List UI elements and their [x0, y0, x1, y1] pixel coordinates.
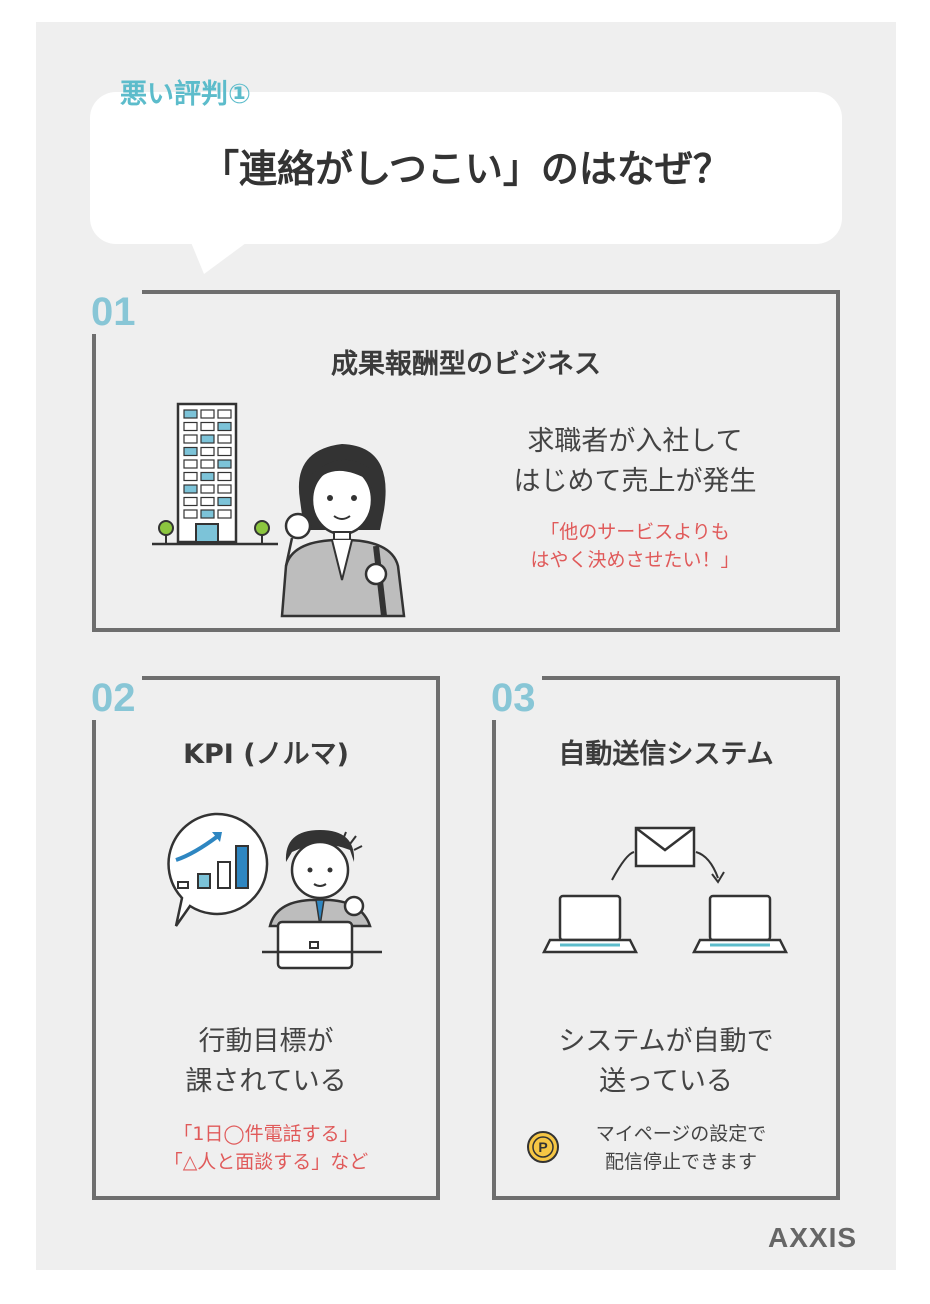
building-window — [200, 421, 215, 432]
points-icon-letter: P — [538, 1139, 547, 1155]
building-window — [183, 421, 198, 432]
quote-line: 「1日◯件電話する」 — [173, 1123, 359, 1145]
panel-02 — [92, 676, 440, 1200]
email-between-laptops-illustration — [541, 826, 789, 954]
brand-logo: AXXIS — [768, 1222, 858, 1253]
growth-chart-illustration — [167, 812, 269, 927]
businesswoman-illustration — [280, 444, 406, 618]
quote-line: 「△人と面談する」など — [163, 1151, 369, 1173]
note-line: 配信停止できます — [604, 1151, 757, 1173]
building-window — [200, 471, 215, 482]
building-window — [183, 509, 198, 519]
speech-bubble-tail — [190, 240, 250, 274]
panel-note: マイページの設定で 配信停止できます — [566, 1120, 796, 1176]
description-line: システムが自動で — [558, 1026, 774, 1057]
speech-bubble — [90, 92, 842, 244]
panel-description: システムが自動で 送っている — [492, 1022, 840, 1102]
building-window — [183, 434, 198, 444]
building-window — [217, 471, 232, 482]
building-illustration — [152, 402, 278, 546]
panel-quote: 「1日◯件電話する」 「△人と面談する」など — [92, 1120, 440, 1176]
building-window — [217, 446, 232, 457]
panel-quote: 「他のサービスよりも はやく決めさせたい！」 — [470, 518, 800, 574]
panel-number: 03 — [485, 676, 542, 720]
building-window — [183, 496, 198, 507]
panel-title: 成果報酬型のビジネス — [331, 349, 601, 380]
building-window — [217, 421, 232, 432]
building-window — [217, 484, 232, 494]
panel-description: 求職者が入社して はじめて売上が発生 — [470, 422, 800, 502]
description-line: 行動目標が — [198, 1026, 334, 1057]
building-window — [200, 496, 215, 507]
businessman-laptop-illustration — [262, 830, 382, 970]
panel-number: 01 — [85, 290, 142, 334]
building-window — [217, 434, 232, 444]
panel-description: 行動目標が 課されている — [92, 1022, 440, 1102]
building-window — [200, 434, 215, 444]
description-line: 課されている — [185, 1066, 347, 1097]
page-title: 「連絡がしつこい」のはなぜ？ — [201, 147, 731, 191]
note-line: マイページの設定で — [595, 1123, 767, 1145]
panel-title: 自動送信システム — [558, 739, 774, 770]
description-line: 送っている — [599, 1066, 733, 1097]
building-window — [200, 459, 215, 469]
quote-line: はやく決めさせたい！」 — [530, 549, 740, 571]
panel-03 — [492, 676, 840, 1200]
building-window — [183, 484, 198, 494]
building-window — [217, 509, 232, 519]
building-window — [183, 459, 198, 469]
building-window — [183, 471, 198, 482]
points-icon: P — [527, 1131, 559, 1163]
panel-title: KPI (ノルマ) — [183, 739, 349, 770]
building-window — [217, 459, 232, 469]
building-window — [217, 496, 232, 507]
description-line: 求職者が入社して — [527, 426, 743, 457]
building-window — [183, 409, 198, 419]
building-window — [183, 446, 198, 457]
building-window — [200, 509, 215, 519]
building-window — [200, 409, 215, 419]
section-tag: 悪い評判① — [120, 79, 251, 110]
panel-number: 02 — [85, 676, 142, 720]
building-window — [217, 409, 232, 419]
description-line: はじめて売上が発生 — [513, 466, 757, 497]
building-window — [200, 484, 215, 494]
quote-line: 「他のサービスよりも — [540, 521, 730, 543]
building-window — [200, 446, 215, 457]
